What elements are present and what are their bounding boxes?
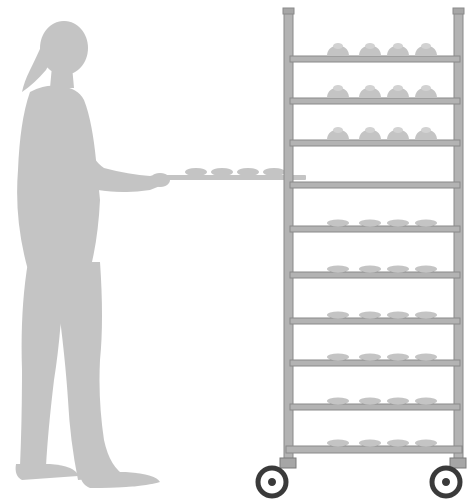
left-caster-fork [280, 458, 296, 468]
rack-shelf [290, 312, 460, 325]
flat-dough [415, 354, 437, 361]
rack-right-post-cap [453, 8, 464, 14]
rack-shelf [290, 354, 460, 367]
person-back-shoe [16, 464, 78, 480]
dough-top [393, 127, 403, 133]
shelf-bar [290, 98, 460, 104]
shelf-bar [290, 226, 460, 232]
rack-left-post [284, 10, 293, 462]
rack-shelf [290, 220, 460, 233]
rack-shelf [290, 127, 460, 146]
rack-shelf [290, 266, 460, 279]
flat-dough [387, 266, 409, 273]
flat-dough [327, 398, 349, 405]
shelf-bar [290, 360, 460, 366]
dough-top [393, 43, 403, 49]
left-wheel-hub [268, 478, 276, 486]
flat-dough [359, 398, 381, 405]
dough-top [365, 85, 375, 91]
tray-dough [211, 168, 233, 176]
shelf-bar [290, 404, 460, 410]
left-caster [258, 458, 296, 496]
dough-top [393, 85, 403, 91]
bakery-rack [258, 8, 466, 496]
dough-top [421, 43, 431, 49]
person-front-shoe [80, 472, 160, 488]
dough-top [333, 43, 343, 49]
flat-dough [327, 354, 349, 361]
flat-dough [359, 354, 381, 361]
flat-dough [387, 312, 409, 319]
dough-top [333, 85, 343, 91]
person-neck [50, 66, 74, 88]
right-wheel-hub [442, 478, 450, 486]
flat-dough [415, 220, 437, 227]
flat-dough [327, 220, 349, 227]
rack-shelf [290, 182, 460, 188]
flat-dough [387, 398, 409, 405]
tray-dough [263, 168, 285, 176]
flat-dough [327, 312, 349, 319]
shelf-bar [290, 140, 460, 146]
flat-dough [387, 354, 409, 361]
flat-dough [387, 440, 409, 447]
flat-dough [415, 440, 437, 447]
person-hair [22, 40, 52, 92]
flat-dough [415, 312, 437, 319]
rack-shelf [290, 398, 460, 411]
flat-dough [415, 398, 437, 405]
person-front-leg [52, 262, 126, 480]
flat-dough [327, 266, 349, 273]
dough-top [365, 43, 375, 49]
rack-shelf [290, 85, 460, 104]
flat-dough [327, 440, 349, 447]
right-caster [432, 458, 466, 496]
flat-dough [359, 440, 381, 447]
flat-dough [387, 220, 409, 227]
shelf-bar [290, 318, 460, 324]
right-caster-fork [450, 458, 466, 468]
flat-dough [359, 220, 381, 227]
flat-dough [359, 266, 381, 273]
shelf-bar [290, 182, 460, 188]
flat-dough [359, 312, 381, 319]
dough-top [333, 127, 343, 133]
rack-shelf [327, 440, 437, 447]
rack-bottom-bar [286, 446, 462, 453]
rack-shelf [290, 43, 460, 62]
tray-dough [185, 168, 207, 176]
flat-dough [415, 266, 437, 273]
shelf-bar [290, 56, 460, 62]
dough-top [421, 85, 431, 91]
dough-top [421, 127, 431, 133]
tray-dough [237, 168, 259, 176]
person-silhouette [16, 21, 170, 488]
dough-top [365, 127, 375, 133]
shelf-bar [290, 272, 460, 278]
rack-right-post [454, 10, 463, 462]
rack-left-post-cap [283, 8, 294, 14]
